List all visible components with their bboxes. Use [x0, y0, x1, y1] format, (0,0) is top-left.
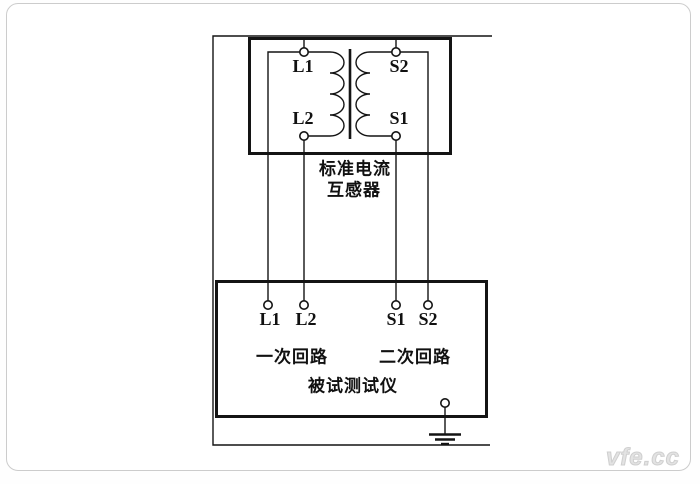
ct-caption-line2: 互感器: [327, 180, 381, 200]
ct-s1-label: S1: [389, 108, 409, 128]
tester-s1-label: S1: [386, 309, 406, 329]
primary-circuit-label: 一次回路: [256, 347, 328, 367]
tester-caption: 被试测试仪: [308, 376, 398, 396]
ct-s2-label: S2: [389, 56, 409, 76]
watermark-text: vfe.cc: [605, 444, 681, 472]
tester-s2-label: S2: [418, 309, 438, 329]
tester-l2-label: L2: [295, 309, 317, 329]
standard-ct-box: [248, 37, 452, 155]
tester-l1-label: L1: [259, 309, 281, 329]
ct-l1-label: L1: [292, 56, 314, 76]
ct-l2-label: L2: [292, 108, 314, 128]
ct-caption-line1: 标准电流: [319, 159, 391, 179]
secondary-circuit-label: 二次回路: [379, 347, 451, 367]
